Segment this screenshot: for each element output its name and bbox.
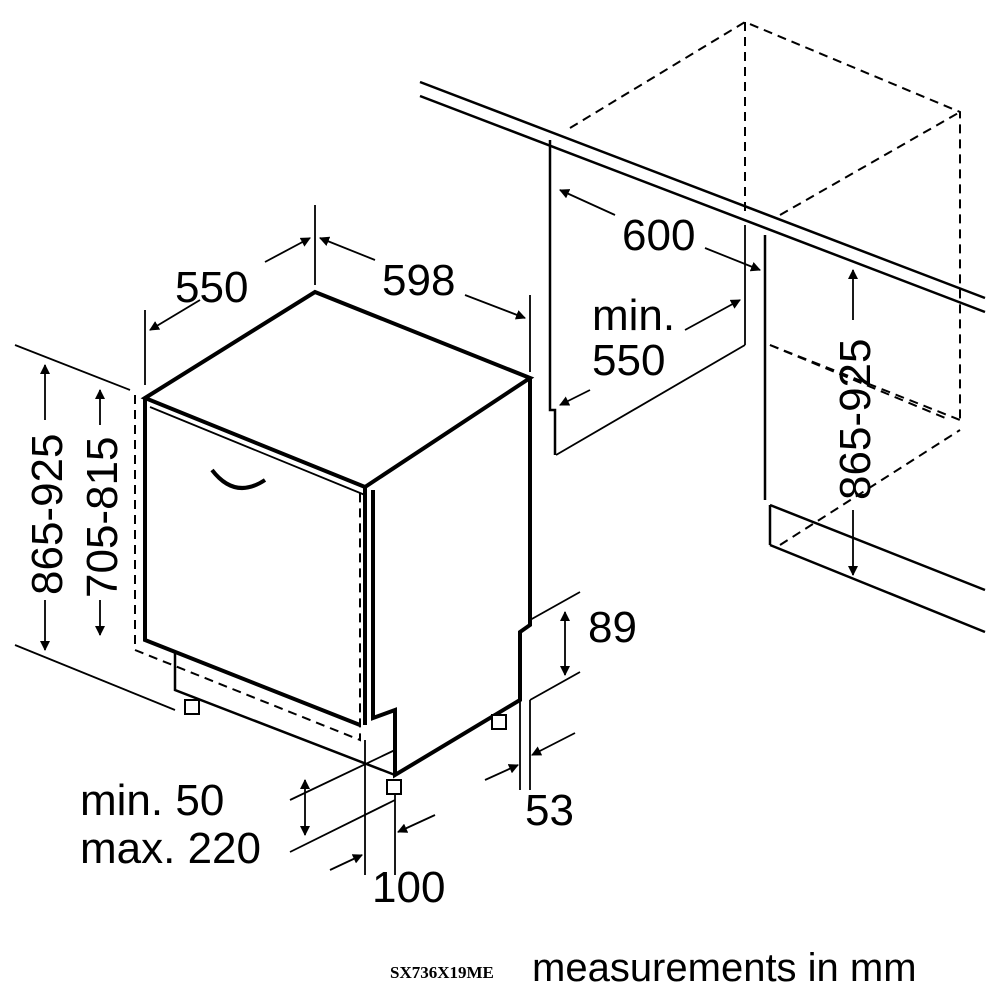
dimension-lines [14,189,858,875]
foot [491,714,507,730]
depth-label: 550 [175,263,248,312]
units-caption: measurements in mm [532,946,917,990]
dishwasher [134,289,535,795]
niche-depth-value: 550 [592,336,665,385]
niche-width-label: 600 [622,211,695,260]
plinth-min-label: min. 50 [80,776,224,825]
width-label: 598 [382,256,455,305]
door-height-label: 705-815 [78,437,127,598]
foot [184,699,200,715]
plinth-recess-label: 53 [525,786,574,835]
kitchen-cabinet [419,20,986,634]
model-number: SX736X19ME [390,963,494,982]
plinth-max-label: max. 220 [80,824,261,873]
plinth-height-label: 89 [588,603,637,652]
door-handle [210,468,267,490]
plinth-depth-label: 100 [372,863,445,912]
foot [386,779,402,795]
niche-height-label: 865-925 [831,339,880,500]
niche-depth-min-label: min. [592,291,675,340]
appliance-height-label: 865-925 [23,434,72,595]
